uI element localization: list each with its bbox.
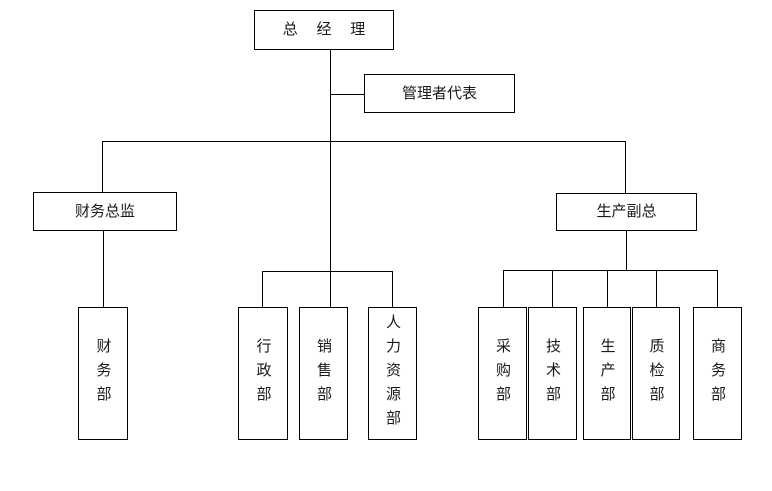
node-management-representative-label: 管理者代表 — [401, 83, 477, 102]
connector-gm-to-mgmt-rep — [330, 94, 364, 95]
connector-vp-prod-trunk — [626, 230, 627, 270]
node-sales-department[interactable]: 销售部 — [299, 307, 348, 440]
connector-drop-purchase-dept — [503, 270, 504, 307]
node-admin-department[interactable]: 行政部 — [238, 307, 288, 440]
node-technology-department[interactable]: 技术部 — [528, 307, 577, 440]
connector-drop-sales-dept — [330, 271, 331, 307]
connector-drop-hr-dept — [392, 271, 393, 307]
connector-drop-tech-dept — [552, 270, 553, 307]
node-production-vp[interactable]: 生产副总 — [556, 193, 697, 231]
connector-bus-to-cfo — [102, 141, 103, 192]
node-management-representative[interactable]: 管理者代表 — [364, 74, 515, 113]
node-hr-department[interactable]: 人力资源部 — [368, 307, 417, 440]
connector-level2-bus — [102, 141, 626, 142]
connector-gm-trunk-upper — [330, 50, 331, 141]
node-purchasing-department-label: 采购部 — [494, 337, 512, 410]
connector-drop-business-dept — [717, 270, 718, 307]
connector-drop-qc-dept — [656, 270, 657, 307]
node-hr-department-label: 人力资源部 — [384, 313, 402, 434]
node-finance-department[interactable]: 财务部 — [78, 307, 128, 440]
node-business-department[interactable]: 商务部 — [693, 307, 742, 440]
node-quality-control-department[interactable]: 质检部 — [632, 307, 680, 440]
node-production-department-label: 生产部 — [598, 337, 617, 410]
node-technology-department-label: 技术部 — [544, 337, 562, 410]
node-sales-department-label: 销售部 — [315, 337, 333, 410]
node-business-department-label: 商务部 — [709, 337, 727, 410]
connector-drop-admin-dept — [262, 271, 263, 307]
node-admin-department-label: 行政部 — [254, 337, 273, 410]
node-finance-director[interactable]: 财务总监 — [33, 192, 177, 231]
connector-right-group-bus — [503, 270, 718, 271]
node-finance-director-label: 财务总监 — [74, 201, 135, 220]
connector-cfo-to-finance-dept — [103, 230, 104, 307]
node-production-department[interactable]: 生产部 — [583, 307, 631, 440]
node-purchasing-department[interactable]: 采购部 — [478, 307, 527, 440]
connector-gm-trunk-lower — [330, 141, 331, 271]
connector-drop-production-dept — [607, 270, 608, 307]
connector-middle-group-bus — [262, 271, 393, 272]
connector-bus-to-vp-prod — [625, 141, 626, 193]
node-general-manager[interactable]: 总 经 理 — [254, 10, 394, 50]
node-general-manager-label: 总 经 理 — [282, 20, 373, 39]
node-finance-department-label: 财务部 — [94, 337, 113, 410]
node-quality-control-department-label: 质检部 — [647, 337, 666, 410]
node-production-vp-label: 生产副总 — [596, 202, 657, 221]
